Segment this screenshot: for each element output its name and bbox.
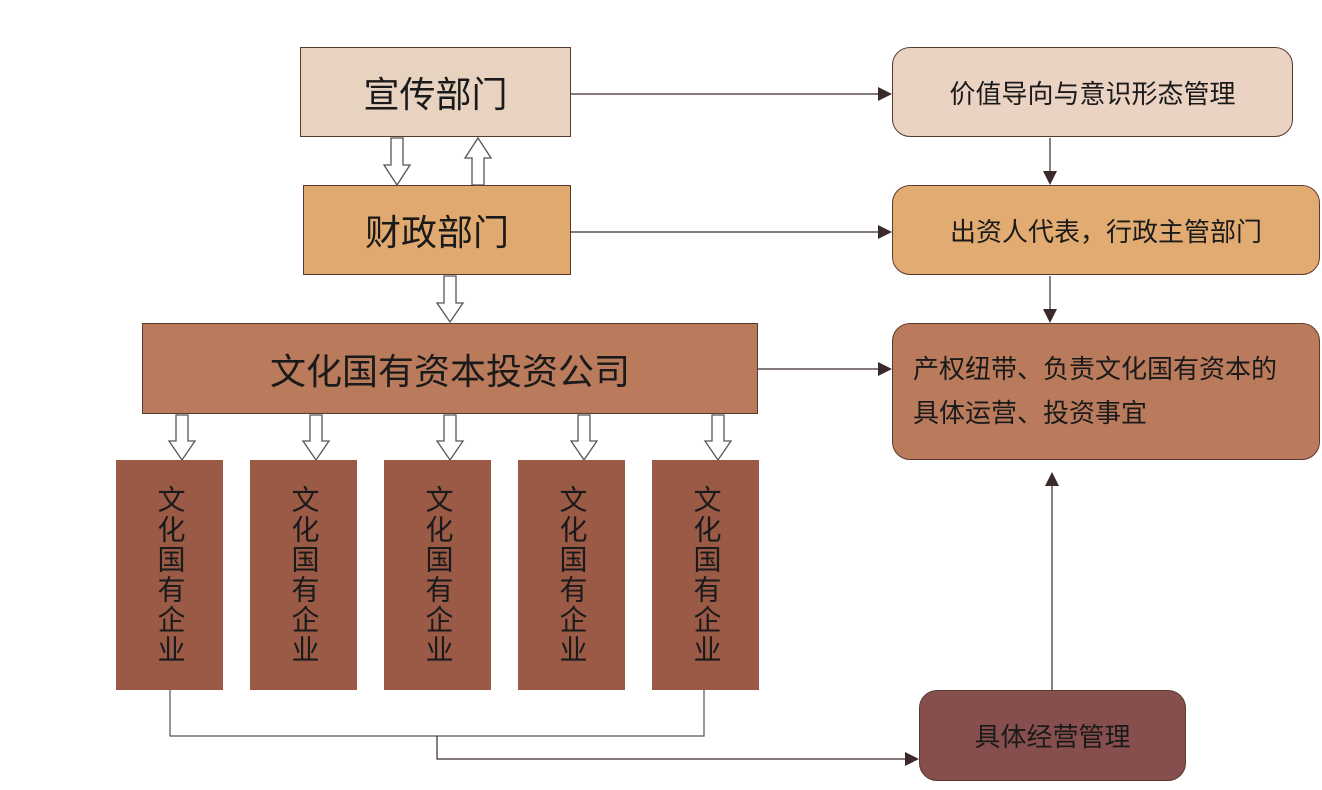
property-link-box: 产权纽带、负责文化国有资本的具体运营、投资事宜 <box>892 323 1320 460</box>
finance-dept-box: 财政部门 <box>303 185 571 275</box>
arrow-company-to-enterprise-2 <box>301 414 331 462</box>
investment-company-box: 文化国有资本投资公司 <box>142 323 758 414</box>
propaganda-dept-box: 宣传部门 <box>300 47 571 137</box>
investor-rep-box: 出资人代表，行政主管部门 <box>892 185 1320 275</box>
enterprise-box-3: 文化国有企业 <box>384 460 491 690</box>
enterprise-box-4: 文化国有企业 <box>518 460 625 690</box>
enterprise-box-5: 文化国有企业 <box>652 460 759 690</box>
enterprise-box-2: 文化国有企业 <box>250 460 357 690</box>
enterprise-bracket <box>169 690 705 737</box>
arrow-finance-to-company <box>435 275 465 324</box>
arrow-company-to-enterprise-4 <box>569 414 599 462</box>
arrow-company-to-enterprise-5 <box>703 414 733 462</box>
value-guidance-box: 价值导向与意识形态管理 <box>892 47 1293 137</box>
arrow-company-to-enterprise-3 <box>435 414 465 462</box>
arrow-enterprises-to-operation <box>436 736 919 766</box>
arrow-company-to-enterprise-1 <box>167 414 197 462</box>
operation-mgmt-box: 具体经营管理 <box>919 690 1186 781</box>
arrow-propaganda-to-finance <box>382 137 412 187</box>
enterprise-box-1: 文化国有企业 <box>116 460 223 690</box>
arrow-finance-to-propaganda <box>463 136 493 186</box>
